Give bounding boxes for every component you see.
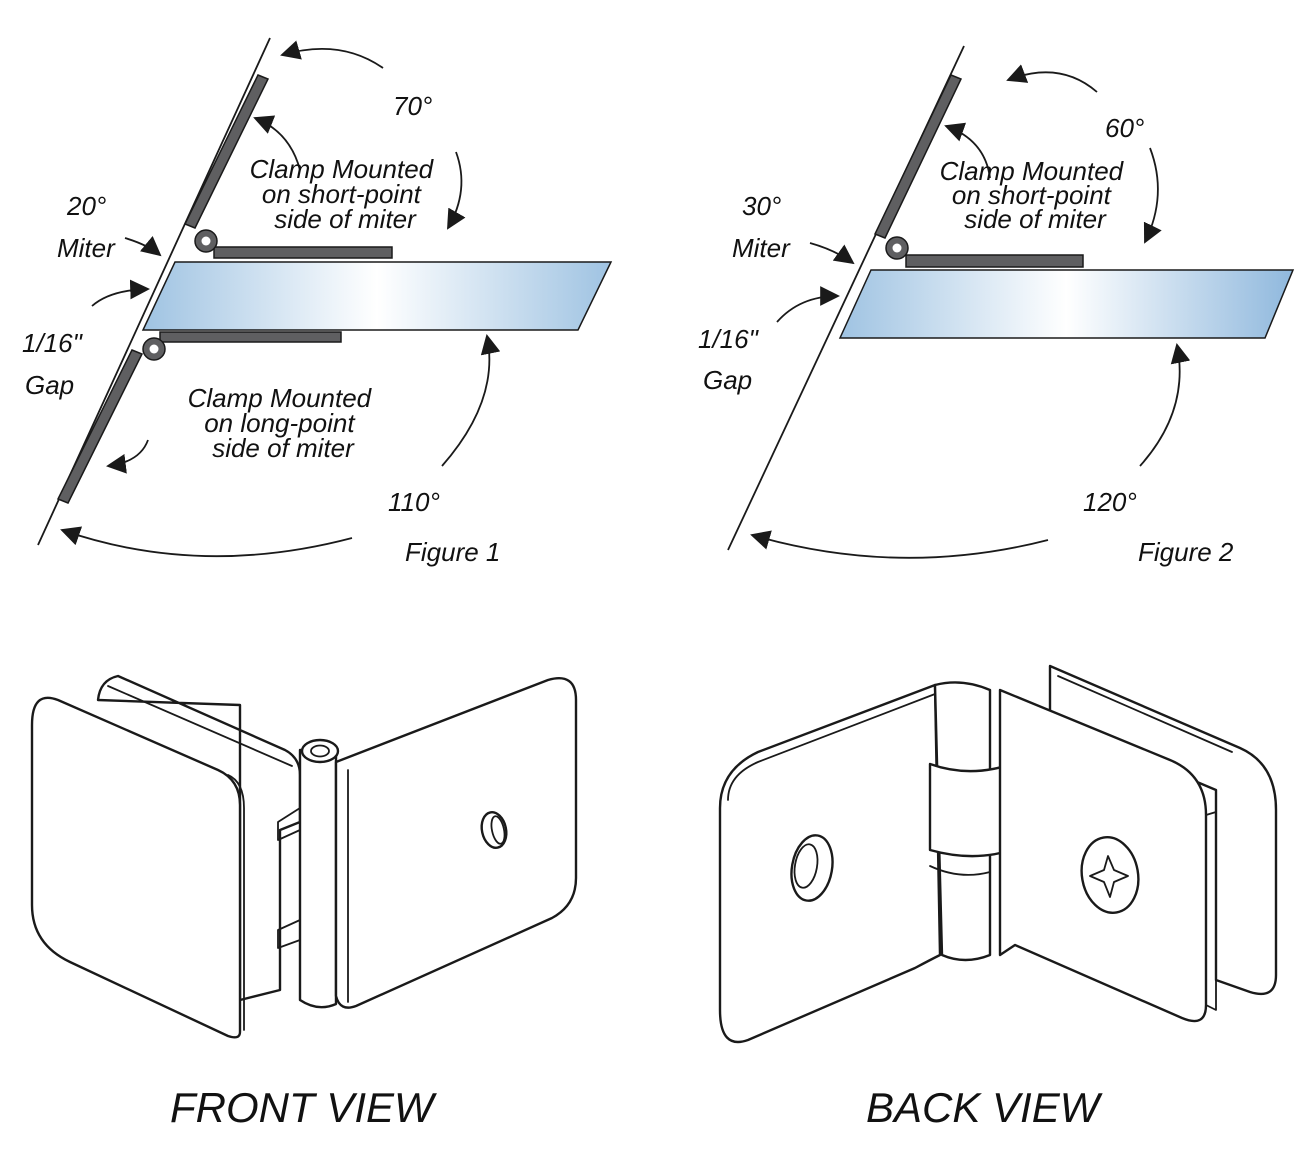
hinge-pin-top [300, 738, 340, 764]
clamp-lower-bar [159, 331, 342, 343]
arrow-gap [776, 286, 840, 323]
arrow-70-lower [447, 151, 466, 230]
figure-2-caption: Figure 2 [1138, 537, 1234, 567]
glass-panel [838, 269, 1295, 339]
arrow-110-upper [441, 334, 501, 467]
gap-size-label: 1/16" [22, 328, 84, 358]
arrow-110-lower [60, 526, 353, 558]
arrow-120-upper [1139, 343, 1191, 467]
angle-120-label: 120° [1083, 487, 1137, 517]
miter-label: Miter [57, 233, 116, 263]
figure-2: 60° 30° Miter 1/16" Gap Clamp Mounted on… [698, 45, 1295, 567]
angle-60-label: 60° [1105, 113, 1144, 143]
arrow-miter [124, 235, 162, 257]
miter-angle-label: 30° [742, 191, 781, 221]
front-clamp-thickness [1205, 811, 1217, 1011]
back-view-label: BACK VIEW [866, 1084, 1103, 1131]
arrow-60-lower [1143, 147, 1162, 244]
clamp-bar [905, 254, 1084, 268]
angle-70-label: 70° [393, 91, 432, 121]
wall-mount-plate [334, 677, 578, 1009]
phillips-cross [1089, 855, 1129, 898]
screw-head [1080, 836, 1140, 914]
arrow-70-upper [280, 40, 384, 69]
wall-plate-edge [727, 693, 936, 801]
leaf-notch-upper [277, 807, 301, 841]
clamp-short-note: Clamp Mounted on short-point side of mit… [250, 154, 441, 234]
front-view-hinge [30, 674, 578, 1039]
hinge-knuckle [298, 748, 338, 1009]
arrow-60-upper [1006, 64, 1098, 93]
hinge-pin-lower [142, 337, 166, 361]
back-clamp-edge [1057, 675, 1233, 753]
arrow-clamp-short [944, 122, 991, 179]
wall-plate [873, 74, 963, 239]
wall-plate-lower [56, 349, 144, 504]
back-clamp-plate [96, 674, 302, 1002]
hinge-pin-hole [310, 744, 330, 758]
miter-angle-label: 20° [66, 191, 106, 221]
arrow-miter [809, 242, 855, 265]
front-clamp-plate [30, 696, 242, 1039]
clamp-short-note: Clamp Mounted on short-point side of mit… [940, 156, 1131, 234]
gap-label: Gap [25, 370, 74, 400]
gap-size-label: 1/16" [698, 324, 760, 354]
front-plate-thickness [227, 774, 245, 1031]
hinge-pin-upper [194, 229, 218, 253]
arrow-gap [91, 279, 150, 307]
mounting-hole-inner [490, 815, 506, 845]
glass-panel [141, 261, 613, 331]
clamp-upper-bar [213, 246, 393, 259]
arrow-clamp-short [253, 115, 301, 171]
back-plate-edge [107, 685, 293, 767]
knuckle-seam [929, 865, 991, 876]
wall-plate-upper [183, 74, 270, 229]
figure-1: 70° 20° Miter 1/16" Gap Clamp Mounted on… [22, 37, 613, 567]
arrow-120-lower [750, 530, 1049, 559]
angle-110-label: 110° [388, 487, 440, 517]
back-clamp-plate [1048, 664, 1278, 996]
miter-label: Miter [732, 233, 791, 263]
arrow-clamp-long [106, 439, 149, 474]
back-view-hinge [718, 664, 1278, 1044]
front-view-label: FRONT VIEW [170, 1084, 437, 1131]
figure-1-caption: Figure 1 [405, 537, 500, 567]
gap-label: Gap [703, 365, 752, 395]
leaf-notch-lower [277, 919, 301, 949]
countersunk-hole-inner [793, 843, 819, 889]
countersunk-hole [790, 834, 834, 902]
clamp-long-note: Clamp Mounted on long-point side of mite… [188, 383, 379, 463]
hinge-pin [885, 236, 909, 260]
